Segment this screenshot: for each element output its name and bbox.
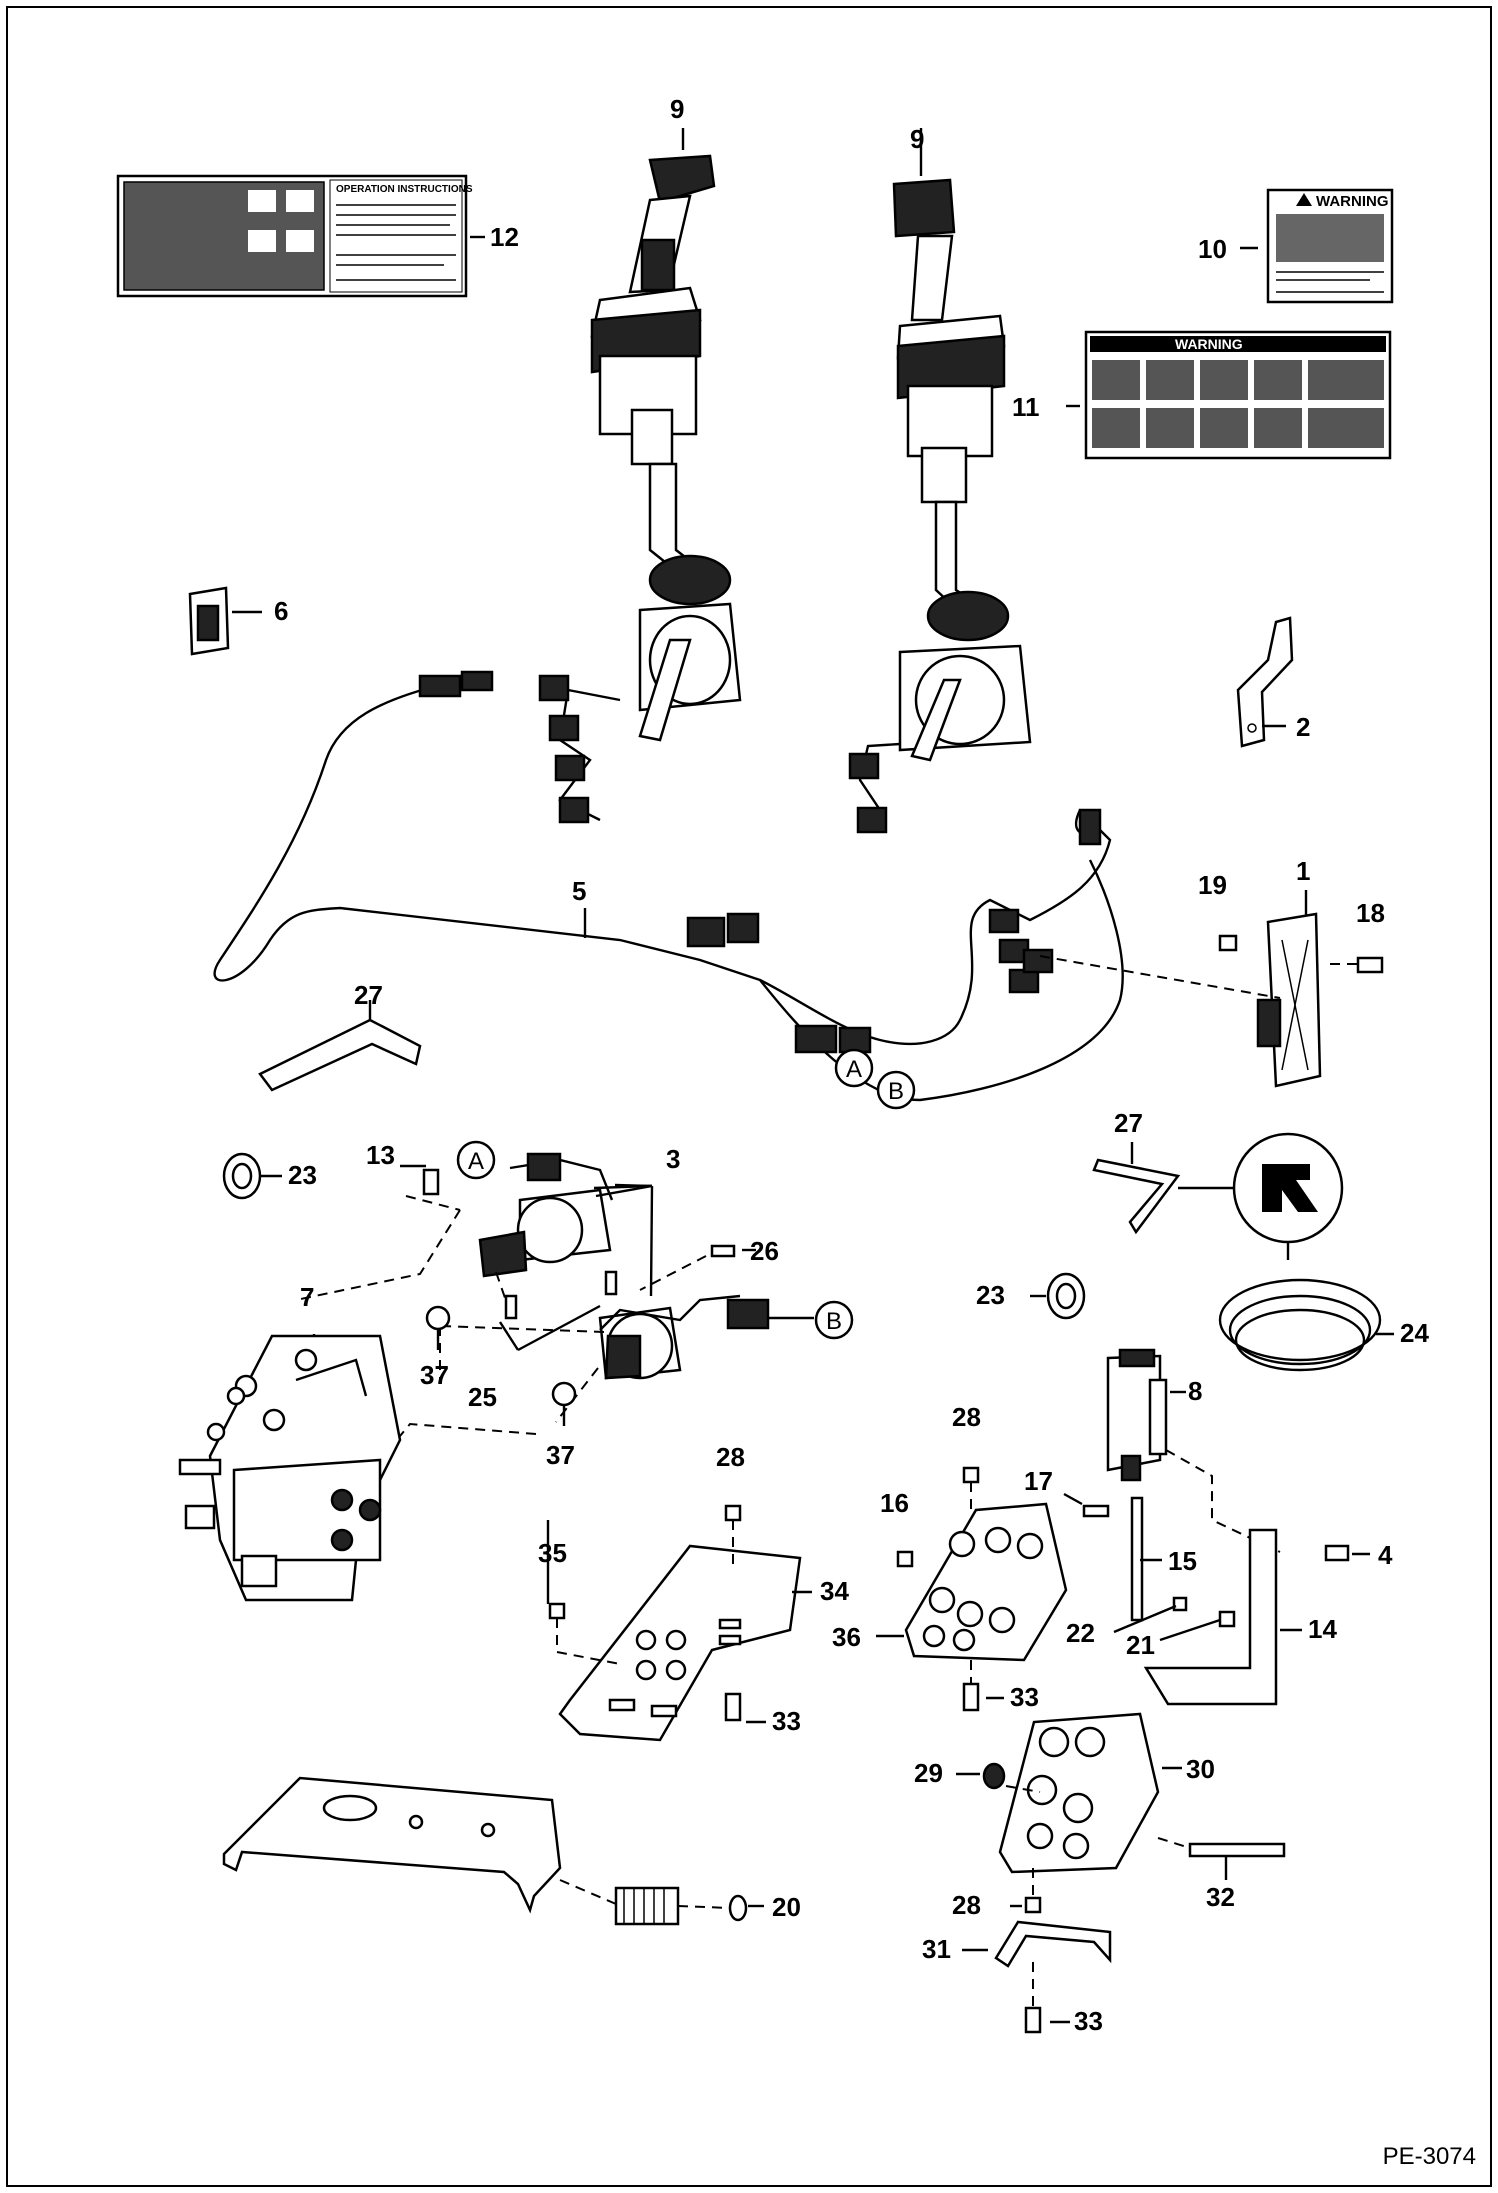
callout-26: 26: [750, 1236, 779, 1266]
controller-module: [1218, 912, 1384, 1088]
callout-37-right: 37: [546, 1440, 575, 1470]
control-valve-body: [178, 1334, 402, 1602]
decal-title-warning-small: WARNING: [1316, 193, 1389, 210]
callout-28-lower: 28: [952, 1890, 981, 1920]
decal-title-warning-large: WARNING: [1175, 336, 1243, 352]
pedal-30: [998, 1712, 1160, 1874]
decal-title-operation: OPERATION INSTRUCTIONS: [336, 184, 473, 195]
callout-17: 17: [1024, 1466, 1053, 1496]
callout-37-left: 37: [420, 1360, 449, 1390]
callout-28-bracket: 28: [716, 1442, 745, 1472]
callout-16: 16: [880, 1488, 909, 1518]
base-plate: [222, 1776, 748, 1926]
solenoid-valves: [400, 1140, 770, 1380]
callout-11: 11: [1012, 392, 1040, 422]
pedal-36: [904, 1502, 1068, 1662]
connector-a-solenoid: A: [468, 1148, 484, 1175]
callout-6: 6: [274, 596, 289, 626]
callout-27-lower: 27: [1114, 1108, 1143, 1138]
callout-30: 30: [1186, 1754, 1215, 1784]
allen-wrench-lower: [1092, 1158, 1181, 1235]
callout-36: 36: [832, 1622, 861, 1652]
decal-warning-large: WARNING: [1084, 330, 1392, 460]
position-sensor: [1106, 1348, 1168, 1482]
callout-13: 13: [366, 1140, 395, 1170]
callout-24: 24: [1400, 1318, 1429, 1348]
callout-18: 18: [1356, 898, 1385, 928]
callout-14: 14: [1308, 1614, 1337, 1644]
callout-12: 12: [490, 222, 519, 252]
callout-3: 3: [666, 1144, 681, 1174]
connector-a-harness: A: [846, 1056, 862, 1083]
decal-operation-instructions: OPERATION INSTRUCTIONS: [116, 174, 473, 298]
callout-4: 4: [1378, 1540, 1393, 1570]
callout-29: 29: [914, 1758, 943, 1788]
callout-2: 2: [1296, 712, 1311, 742]
callout-7: 7: [300, 1282, 315, 1312]
callout-28-pedal: 28: [952, 1402, 981, 1432]
callout-1: 1: [1296, 856, 1311, 886]
figure-id: PE-3074: [1382, 2143, 1476, 2170]
joystick-right: [848, 128, 1032, 834]
callout-34: 34: [820, 1576, 849, 1606]
rocker-switch: [188, 586, 230, 656]
callout-35: 35: [538, 1538, 567, 1568]
decal-warning-small: WARNING: [1266, 188, 1394, 304]
callout-21: 21: [1126, 1630, 1155, 1660]
drawing-border: [6, 6, 1492, 2187]
connector-b-solenoid: B: [826, 1308, 842, 1335]
callout-9-left: 9: [670, 94, 685, 124]
callout-15: 15: [1168, 1546, 1197, 1576]
callout-23-right: 23: [976, 1280, 1005, 1310]
callout-20: 20: [772, 1892, 801, 1922]
logo-cable-accessory: [1218, 1132, 1382, 1372]
callout-23-left: 23: [288, 1160, 317, 1190]
bracket-2: [1236, 616, 1294, 748]
callout-9-right: 9: [910, 124, 925, 154]
callout-19: 19: [1198, 870, 1227, 900]
callout-5: 5: [572, 876, 587, 906]
bracket-34: [558, 1544, 802, 1742]
callout-27-upper: 27: [354, 980, 383, 1010]
bracket-31: [994, 1920, 1112, 1968]
callout-25: 25: [468, 1382, 497, 1412]
callout-33-lower: 33: [1074, 2006, 1103, 2036]
callout-33-bracket: 33: [772, 1706, 801, 1736]
callout-8: 8: [1188, 1376, 1203, 1406]
joystick-left: [538, 128, 742, 824]
connector-b-harness: B: [888, 1078, 904, 1105]
callout-31: 31: [922, 1934, 951, 1964]
callout-33-pedal: 33: [1010, 1682, 1039, 1712]
allen-wrench-upper: [258, 1018, 422, 1092]
callout-32: 32: [1206, 1882, 1235, 1912]
wiring-harness: [213, 670, 1124, 1102]
mounting-bracket-14: [1143, 1528, 1278, 1706]
callout-22: 22: [1066, 1618, 1095, 1648]
callout-10: 10: [1198, 234, 1227, 264]
